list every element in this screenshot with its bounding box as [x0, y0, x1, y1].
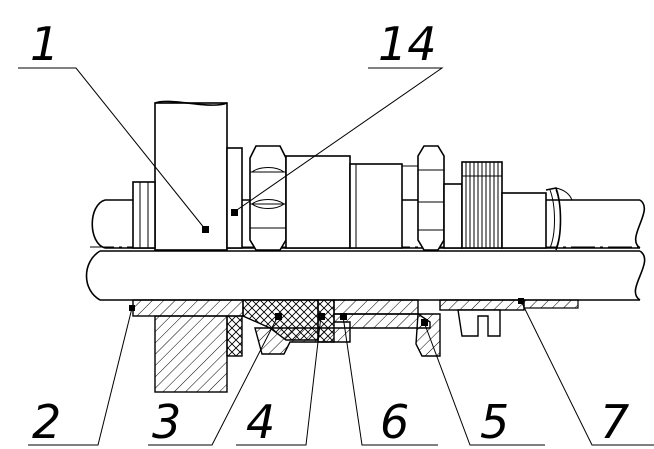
callout-14: 14: [378, 17, 437, 71]
compression-nut: [417, 145, 445, 251]
callout-7: 7: [600, 395, 629, 449]
left-sleeve: [132, 181, 156, 249]
callout-2: 2: [32, 395, 61, 449]
hex-nut: [249, 145, 287, 251]
gland-body: [285, 155, 418, 249]
panel-wall: [154, 100, 243, 251]
callout-5: 5: [480, 395, 509, 449]
cable-lower: [85, 250, 646, 301]
callout-1: 1: [30, 17, 59, 71]
section-view: [132, 299, 579, 393]
leader-lines: [18, 67, 654, 446]
callout-4: 4: [246, 395, 275, 449]
flexible-hose-end: [501, 187, 573, 251]
callout-6: 6: [380, 395, 409, 449]
knurled-cap: [443, 161, 503, 249]
callout-3: 3: [152, 395, 181, 449]
